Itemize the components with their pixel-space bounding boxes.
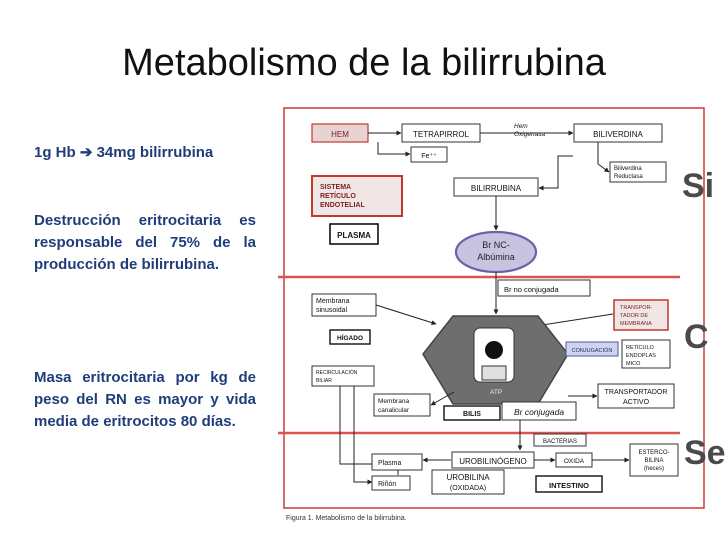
- conjugacion-box: [565, 341, 619, 357]
- recirculacion-box: [311, 365, 375, 387]
- reticulo-line2: ENDOPLAS: [626, 353, 656, 359]
- transportador-membrana-line1: TRANSPOR-: [620, 305, 653, 311]
- albumina-label: Albúmina: [477, 252, 515, 262]
- figure-frame: [283, 107, 705, 509]
- intestino-label: INTESTINO: [549, 481, 589, 490]
- br-conjugada-label: Br conjugada: [514, 407, 564, 417]
- arrow-icon: [597, 142, 610, 173]
- membrana-canalicular-line2: canalicular: [378, 407, 410, 414]
- estercobilina-line3: (heces): [644, 466, 664, 472]
- urobilinogeno-label: UROBILINÓGENO: [459, 457, 527, 466]
- biliverdina-reductasa-line1: Biliverdina: [614, 166, 642, 172]
- sre-line1: SISTEMA: [320, 184, 351, 191]
- membrana-canalicular-line1: Membrana: [378, 398, 409, 405]
- sre-box: [311, 175, 403, 217]
- figure-caption: Figura 1. Metabolismo de la bilirrubina.: [286, 515, 407, 522]
- br-conjugada-box: [501, 401, 577, 421]
- plasma-bottom-box: [371, 453, 423, 471]
- hepatocyte-cell-block: [481, 365, 507, 381]
- conjugacion-label: CONJUGACIÓN: [572, 347, 613, 354]
- fe-box: [410, 146, 448, 163]
- bilirubin-metabolism-diagram: HEM TETRAPIRROL Hem Oxigenasa BILIVERDIN…: [278, 107, 705, 522]
- transportador-activo-line1: TRANSPORTADOR: [605, 389, 668, 396]
- transportador-activo-line2: ACTIVO: [623, 399, 650, 406]
- estercobilina-line2: BILINA: [644, 458, 663, 464]
- rinon-label: Riñón: [378, 481, 396, 488]
- bacterias-box: [533, 433, 587, 447]
- hepatocyte-nucleus: [485, 341, 503, 359]
- urobilina-box: [431, 469, 505, 495]
- sre-line2: RETÍCULO: [320, 191, 356, 200]
- arrow-icon: [353, 386, 373, 485]
- transportador-activo-box: [597, 383, 675, 409]
- bilis-box: [443, 405, 501, 421]
- biliverdina-label: BILIVERDINA: [593, 130, 643, 139]
- plasma-bottom-label: Plasma: [378, 460, 401, 467]
- estercobilina-box: [629, 443, 679, 477]
- estercobilina-line1: ESTERCO-: [638, 450, 669, 456]
- reticulo-box: [621, 339, 671, 369]
- arrow-icon: [377, 142, 411, 157]
- recirculacion-line1: RECIRCULACIÓN: [316, 369, 358, 376]
- plasma-top-box: [329, 223, 379, 245]
- reticulo-line1: RETÍCULO: [626, 344, 655, 351]
- higado-box: [329, 329, 371, 345]
- arrow-icon: [430, 391, 455, 406]
- transportador-membrana-box: [613, 299, 669, 331]
- side-label-middle: C: [684, 318, 709, 356]
- arrow-icon: [538, 155, 573, 191]
- membrana-sinusoidal-line1: Membrana: [316, 298, 350, 305]
- page-title: Metabolismo de la bilirrubina: [122, 42, 606, 84]
- bacterias-label: BACTERIAS: [543, 439, 577, 445]
- bilirrubina-label: BILIRRUBINA: [471, 184, 522, 193]
- br-no-conjugada-box: [497, 279, 591, 297]
- destruction-text: Destrucción eritrocitaria es responsable…: [34, 212, 256, 273]
- reticulo-line3: MICO: [626, 361, 641, 367]
- sre-line3: ENDOTELIAL: [320, 202, 365, 209]
- hem-oxigenasa-line1: Hem: [514, 123, 528, 130]
- arrow-icon: [375, 304, 437, 326]
- br-no-conjugada-label: Br no conjugada: [504, 285, 559, 294]
- urobilina-line1: UROBILINA: [446, 473, 490, 482]
- biliverdina-reductasa-line2: Reductasa: [614, 174, 643, 180]
- biliverdina-box: [573, 123, 663, 143]
- bilis-label: BILIS: [463, 411, 481, 418]
- recirculacion-line2: BILIAR: [316, 378, 332, 384]
- side-label-bottom: Se: [684, 434, 726, 472]
- erythrocyte-mass-text: Masa eritrocitaria por kg de peso del RN…: [34, 369, 256, 430]
- atp-label: ATP: [490, 389, 502, 396]
- br-nc-label: Br NC-: [482, 240, 510, 250]
- rinon-box: [371, 475, 411, 491]
- side-label-top: Si: [682, 167, 715, 205]
- tetrapirrol-label: TETRAPIRROL: [413, 130, 470, 139]
- urobilina-line2: (OXIDADA): [450, 485, 486, 492]
- membrana-canalicular-box: [373, 393, 431, 417]
- biliverdina-reductasa-box: [609, 161, 667, 183]
- arrow-icon: [339, 386, 372, 465]
- plasma-top-label: PLASMA: [337, 231, 371, 240]
- transportador-membrana-line2: TADOR DE: [620, 313, 648, 319]
- hem-oxigenasa-line2: Oxigenasa: [514, 131, 545, 138]
- hemoglobin-ratio-text: 1g Hb ➔ 34mg bilirrubina: [34, 144, 214, 161]
- intestino-box: [535, 475, 603, 493]
- higado-label: HÍGADO: [337, 333, 363, 342]
- fe-label: Fe⁺⁺: [421, 153, 437, 160]
- hem-label: HEM: [331, 130, 349, 139]
- arrow-icon: [535, 313, 614, 328]
- membrana-sinusoidal-line2: sinusoidal: [316, 307, 348, 314]
- transportador-membrana-line3: MEMBRANA: [620, 321, 652, 327]
- oxida-label: OXIDA: [564, 458, 585, 465]
